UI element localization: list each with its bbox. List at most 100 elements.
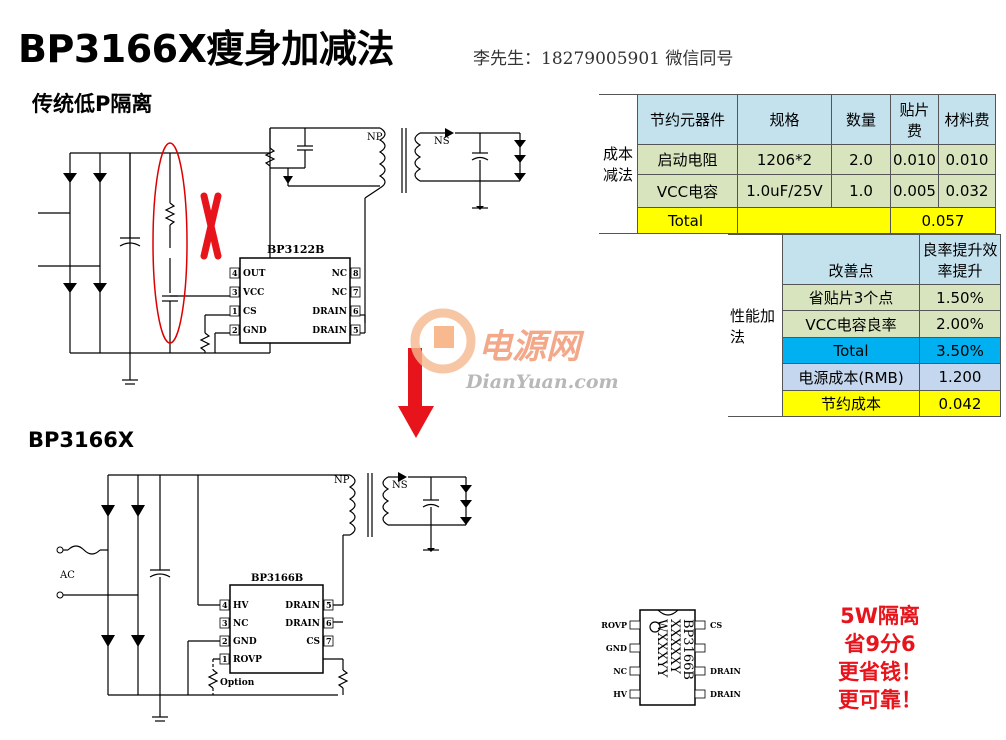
ic-pin-label: CS: [243, 307, 257, 317]
ic2-name: BP3166B: [251, 573, 303, 584]
ic1-name: BP3122B: [267, 243, 324, 256]
perf-total-label: Total: [782, 337, 920, 364]
package-pin: [629, 689, 641, 699]
performance-table: 性能加法 改善点 良率提升效率提升 省贴片3个点 1.50% VCC电容良率 2…: [728, 234, 1001, 417]
perf-side-label: 性能加法: [728, 234, 783, 417]
package-marking: BP3166B: [680, 619, 695, 680]
ic-pin-box: [350, 324, 361, 336]
cost-cell: 1206*2: [737, 144, 832, 175]
ic-pin-label: GND: [233, 637, 257, 647]
ic-pin-label: CS: [306, 637, 320, 647]
package-pin-label: DRAIN: [710, 666, 741, 676]
ic-pin-number: 1: [222, 654, 228, 664]
cost-cell: 0.032: [938, 174, 996, 208]
cost-cell: 1.0uF/25V: [737, 174, 832, 208]
perf-cost-label: 电源成本(RMB): [782, 363, 920, 391]
ic-pin-label: DRAIN: [285, 619, 320, 629]
callout-line: 更可靠！: [838, 688, 922, 712]
ic-pin-number: 2: [232, 325, 238, 335]
contact-info: 李先生：18279005901 微信同号: [473, 49, 734, 69]
cost-cell: 2.0: [831, 144, 891, 175]
ic-pin-number: 6: [353, 306, 359, 316]
callout-text: 5W隔离 省9分6 更省钱！ 更可靠！: [838, 602, 922, 714]
ic-pin-box: [323, 599, 334, 611]
cost-cell: 0.010: [890, 144, 939, 175]
perf-cost-value: 1.200: [919, 363, 1001, 391]
perf-saving-value: 0.042: [919, 390, 1001, 417]
cost-cell: 1.0: [831, 174, 891, 208]
ic-pin-label: NC: [233, 619, 248, 629]
np-label: NP: [367, 132, 383, 143]
ic-pin-number: 1: [232, 306, 238, 316]
callout-line: 5W隔离: [840, 604, 920, 628]
package-pin-label: DRAIN: [710, 689, 741, 699]
ic-pin-number: 6: [326, 618, 332, 628]
cost-header: 数量: [831, 94, 891, 145]
ic-pin-label: NC: [332, 288, 347, 298]
ic-pin-box: [219, 599, 230, 611]
package-pin-label: ROVP: [601, 620, 627, 630]
ic-pin-number: 5: [326, 600, 332, 610]
package-pin: [694, 643, 706, 653]
package-marking: WXXXYY: [654, 619, 669, 678]
package-pin-label: NC: [613, 666, 627, 676]
ic-pin-label: DRAIN: [312, 307, 347, 317]
cost-cell: 0.005: [890, 174, 939, 208]
cost-header: 材料费: [938, 94, 996, 145]
ac-label: AC: [59, 570, 75, 581]
perf-header-value: 良率提升效率提升: [919, 234, 1001, 285]
cost-reduction-table: 成本减法 节约元器件 规格 数量 贴片费 材料费 启动电阻 1206*2 2.0…: [599, 94, 996, 234]
ic-pin-label: HV: [233, 601, 250, 611]
package-marking: XXXXXY: [667, 619, 682, 674]
callout-line: 更省钱！: [838, 660, 922, 684]
cost-header: 贴片费: [890, 94, 939, 145]
ic-pin-label: VCC: [242, 288, 264, 298]
ic-pin-box: [219, 635, 230, 647]
ic-pin-box: [350, 305, 361, 317]
ic-pin-label: ROVP: [233, 655, 262, 665]
ns-label: NS: [434, 136, 450, 147]
package-pin: [694, 689, 706, 699]
cost-cell: 0.010: [938, 144, 996, 175]
ic-pin-box: [229, 286, 240, 298]
watermark-logo: 电源网 DianYuan.com: [408, 296, 648, 406]
perf-row-value: 2.00%: [919, 310, 1001, 338]
perf-total-value: 3.50%: [919, 337, 1001, 364]
cost-header: 规格: [737, 94, 832, 145]
package-pin-label: GND: [606, 643, 627, 653]
ic-pin-label: OUT: [243, 269, 266, 279]
perf-saving-label: 节约成本: [782, 390, 920, 417]
ic-pin-number: 4: [232, 268, 238, 278]
watermark-en: DianYuan.com: [465, 371, 619, 393]
cost-side-label: 成本减法: [599, 94, 638, 234]
cost-header: 节约元器件: [637, 94, 738, 145]
package-pin: [694, 620, 706, 630]
cost-cell: 启动电阻: [637, 144, 738, 175]
perf-row-value: 1.50%: [919, 284, 1001, 311]
ic-pin-box: [323, 635, 334, 647]
ic-pin-box: [219, 653, 230, 665]
perf-header-label: 改善点: [782, 234, 920, 285]
cost-cell: VCC电容: [637, 174, 738, 208]
callout-line: 省9分6: [844, 632, 916, 656]
ic-pin-label: DRAIN: [312, 326, 347, 336]
ic-pin-box: [229, 324, 240, 336]
ic-pin-number: 7: [353, 287, 359, 297]
ic-pin-label: DRAIN: [285, 601, 320, 611]
section-title-bp3166x: BP3166X: [28, 428, 135, 452]
package-pin: [629, 666, 641, 676]
ic-pin-number: 3: [232, 287, 238, 297]
ic-pin-box: [323, 617, 334, 629]
package-pin: [629, 620, 641, 630]
watermark-cn: 电源网: [478, 327, 585, 367]
ic-pin-box: [350, 267, 361, 279]
ic-pin-number: 7: [326, 636, 332, 646]
ic-pin-number: 8: [353, 268, 359, 278]
ic-pin-box: [219, 617, 230, 629]
ic-pin-number: 4: [222, 600, 228, 610]
ic-pin-number: 3: [222, 618, 228, 628]
down-arrow-icon: [398, 348, 434, 438]
package-pin-label: CS: [710, 620, 722, 630]
